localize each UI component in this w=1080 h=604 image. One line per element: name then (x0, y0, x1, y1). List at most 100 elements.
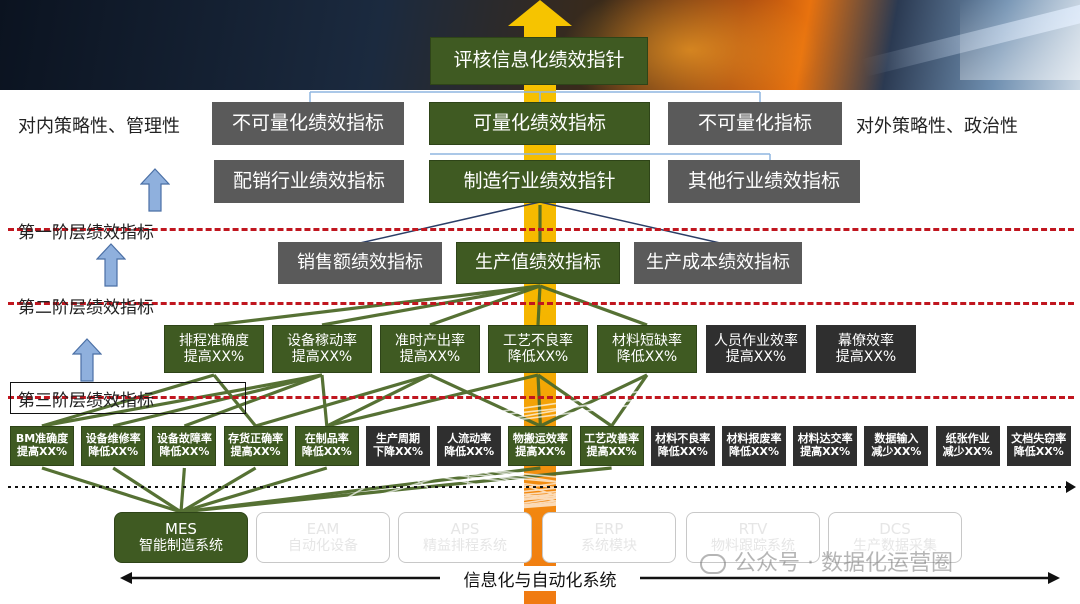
tier3-kpi-name: 设备维修率 (85, 432, 141, 446)
connector-line (682, 374, 867, 427)
system-name: DCS (879, 520, 911, 539)
tier3-kpi-target: 降低XX% (1013, 445, 1064, 458)
tier3-kpi-box: 材料达交率提高XX% (793, 426, 858, 466)
central-arrow-head (508, 0, 572, 26)
connector-line (755, 374, 1039, 427)
connector-line (752, 467, 755, 513)
tier2-kpi-box: 人员作业效率提高XX% (706, 325, 806, 373)
connector-line (469, 374, 867, 427)
connector-line (112, 373, 323, 428)
connector-line (894, 467, 969, 513)
tier2-kpi-name: 人员作业效率 (714, 332, 798, 349)
tier3-kpi-name: 材料报废率 (726, 432, 782, 446)
connector-line (755, 374, 826, 427)
tier3-kpi-name: 物搬运效率 (512, 432, 568, 446)
connector-line (464, 467, 470, 513)
tier1-label-2: 生产成本绩效指标 (646, 251, 790, 273)
tier3-kpi-name: 材料不良率 (655, 432, 711, 446)
system-name: RTV (738, 520, 768, 539)
connector-line (539, 373, 648, 428)
tier2-kpi-target: 提高XX% (291, 349, 353, 365)
tier3-kpi-target: 提高XX% (515, 445, 566, 458)
tier2-kpi-box: 幕僚效率提高XX% (816, 325, 916, 373)
level-1-label: 第一阶层绩效指标 (18, 223, 154, 243)
tier3-kpi-target: 降低XX% (657, 445, 708, 458)
tier2-kpi-box: 设备稼动率提高XX% (272, 325, 372, 373)
up-arrow-icon (140, 168, 170, 212)
connector-line (183, 373, 323, 428)
tier3-kpi-target: 提高XX% (230, 445, 281, 458)
connector-line (682, 467, 896, 513)
level-3-label: 第三阶层绩效指标 (18, 391, 154, 411)
connector-line (397, 467, 610, 513)
tier3-kpi-box: 材料报废率降低XX% (722, 426, 786, 466)
tier3-kpi-name: 纸张作业 (945, 432, 990, 446)
top-title-box: 评核信息化绩效指针 (430, 37, 648, 85)
row1-label-2: 不可量化指标 (697, 111, 812, 134)
connector-line (397, 374, 757, 427)
tier2-kpi-target: 提高XX% (399, 349, 461, 365)
level-2-label: 第二阶层绩效指标 (18, 298, 154, 318)
tier3-kpi-target: 减少XX% (942, 445, 993, 458)
quantifiable-kpi-box: 可量化绩效指标 (429, 102, 650, 145)
connector-line (682, 374, 757, 427)
production-cost-kpi-box: 生产成本绩效指标 (634, 242, 802, 284)
tier3-kpi-box: 生产周期下降XX% (366, 426, 430, 466)
tier3-kpi-name: BM准确度 (15, 432, 69, 446)
row2-label-0: 配销行业绩效指标 (232, 169, 385, 192)
tier3-kpi-target: 减少XX% (871, 445, 922, 458)
connector-line (255, 373, 431, 428)
connector-line (213, 284, 541, 327)
connector-line (212, 373, 257, 428)
connector-line (469, 467, 896, 513)
connector-line (824, 374, 867, 427)
tier3-kpi-box: 工艺改善率提高XX% (579, 426, 644, 466)
tier2-kpi-name: 排程准确度 (179, 332, 249, 349)
watermark-text: 公众号 · 数据化运营圈 (734, 551, 953, 576)
tier3-kpi-box: 人流动率降低XX% (437, 426, 502, 466)
non-quantifiable-kpi-box: 不可量化绩效指标 (212, 102, 404, 145)
tier2-kpi-name: 准时产出率 (395, 332, 465, 349)
connector-line (469, 467, 754, 513)
tier1-label-0: 销售额绩效指标 (297, 251, 423, 273)
level-3-divider (8, 396, 1074, 399)
connector-line (321, 284, 541, 327)
level-2-divider (8, 302, 1074, 305)
tier2-kpi-name: 材料短缺率 (612, 332, 682, 349)
right-side-label: 对外策略性、政治性 (856, 116, 1018, 137)
up-arrow-icon (96, 243, 126, 287)
connector-line (894, 467, 898, 513)
system-name: APS (450, 520, 480, 539)
system-name: ERP (594, 520, 624, 539)
connector-line (753, 374, 867, 427)
row1-label-0: 不可量化绩效指标 (231, 111, 384, 134)
tier3-kpi-name: 材料达交率 (797, 432, 853, 446)
tier3-kpi-name: 文档失窃率 (1011, 432, 1067, 446)
connector-line (469, 374, 757, 427)
connector-line (112, 466, 182, 514)
connector-line (320, 374, 329, 427)
tier1-label-1: 生产值绩效指标 (475, 251, 601, 273)
tier3-kpi-name: 工艺改善率 (584, 432, 640, 446)
tier3-kpi-target: 降低XX% (444, 445, 495, 458)
tier3-kpi-box: 纸张作业减少XX% (935, 426, 1000, 466)
connector-line (41, 373, 215, 428)
tier2-kpi-target: 提高XX% (725, 349, 787, 365)
white-link-group (322, 374, 1040, 513)
tier3-kpi-box: 设备维修率降低XX% (81, 426, 146, 466)
connector-line (397, 467, 754, 513)
tier2-kpi-name: 幕僚效率 (838, 332, 894, 349)
link-sales-to-mfg (359, 201, 541, 244)
connector-line (180, 466, 257, 514)
dotted-timeline-arrowhead (1066, 481, 1076, 493)
tier3-kpi-box: BM准确度提高XX% (10, 426, 74, 466)
tier2-kpi-target: 提高XX% (183, 349, 245, 365)
tier2-kpi-box: 准时产出率提高XX% (380, 325, 480, 373)
connector-line (326, 373, 539, 428)
connector-line (322, 467, 399, 513)
tier3-kpi-target: 降低XX% (159, 445, 210, 458)
connector-line (536, 285, 542, 326)
